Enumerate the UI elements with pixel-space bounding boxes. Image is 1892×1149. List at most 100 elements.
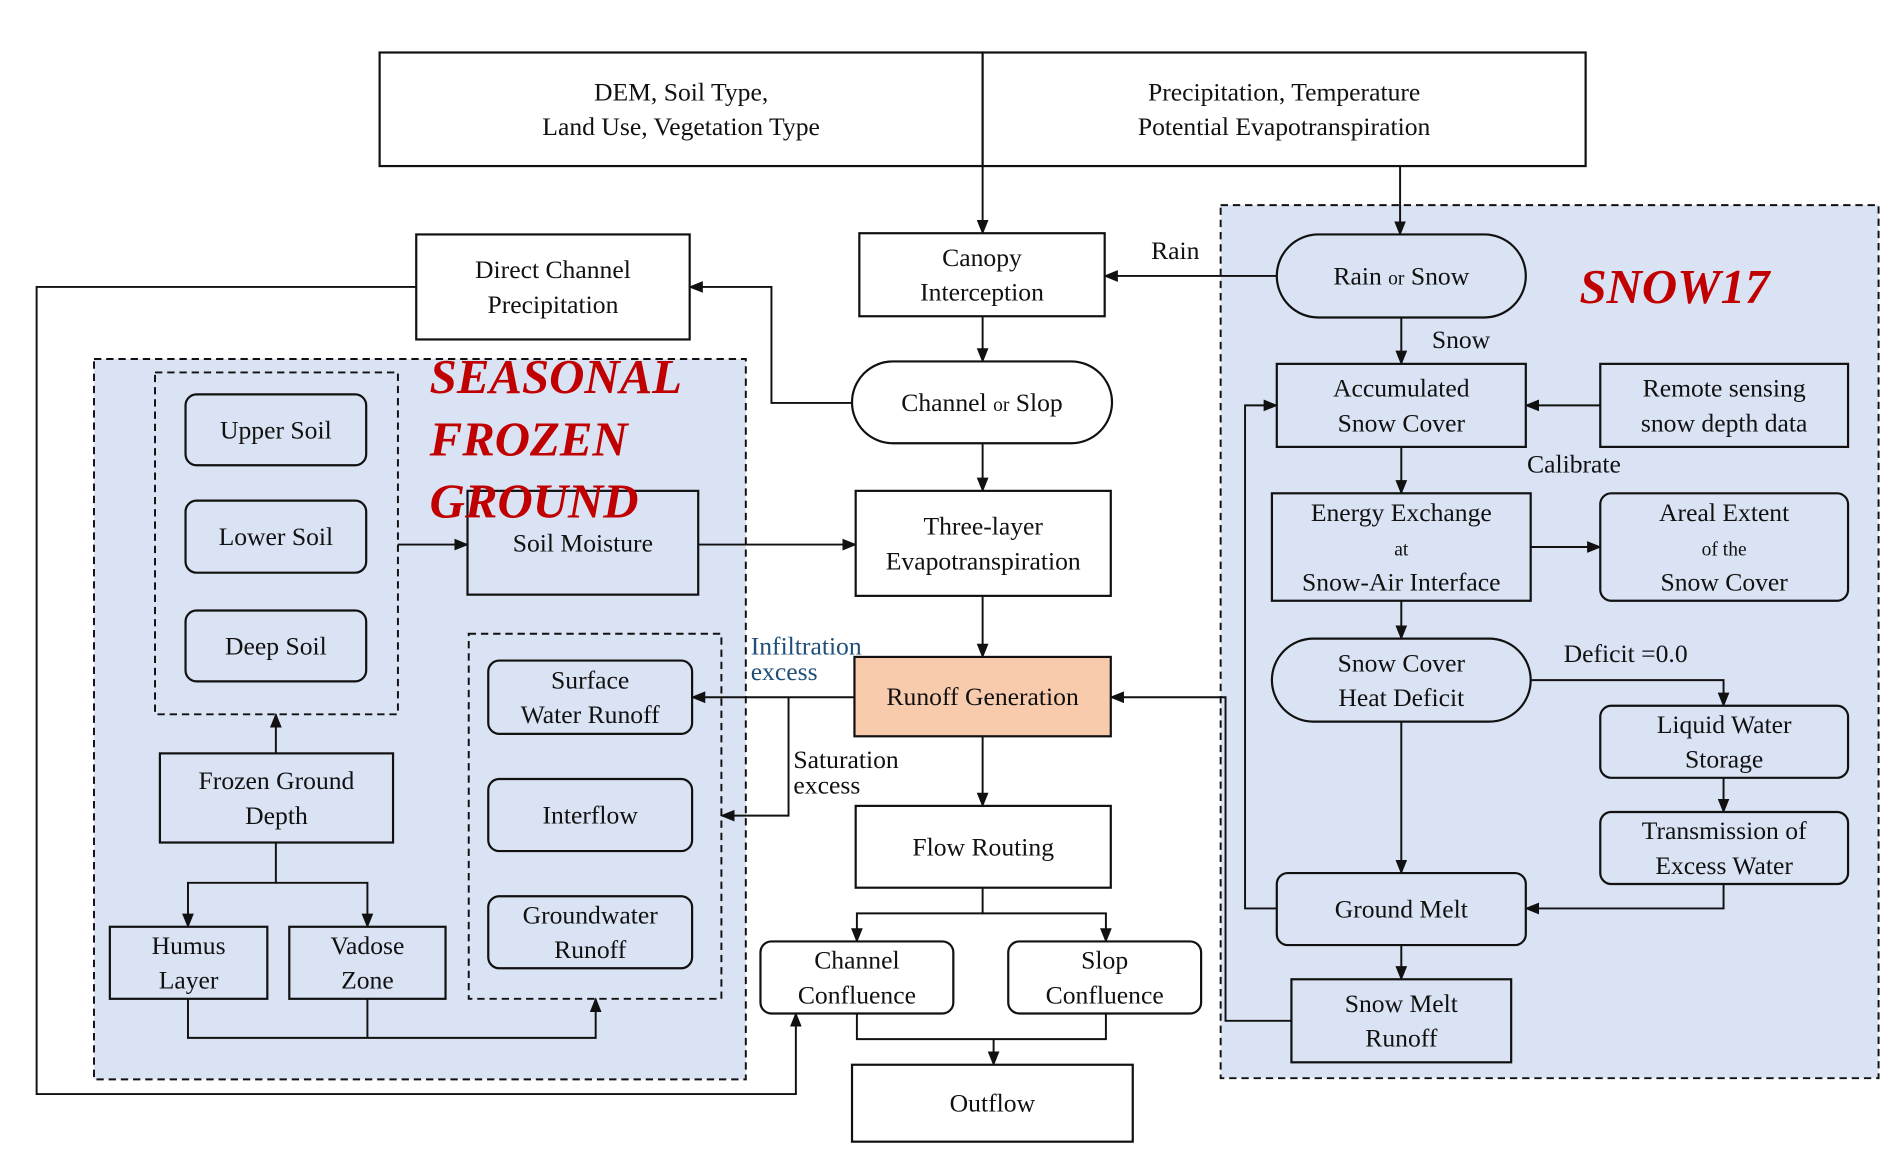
node-upper-soil: Upper Soil [184, 393, 368, 467]
deep-soil-shape [184, 609, 368, 683]
remote-sensing-snow-depth-label-line: snow depth data [1641, 408, 1808, 437]
edge-direct-channel-to-channel-confluence [35, 285, 802, 1096]
energy-exchange-label-line: Energy Exchange [1311, 498, 1492, 527]
edge-label-saturation-line-1: Saturation [793, 745, 898, 774]
channel-confluence-shape [759, 940, 955, 1015]
snow-cover-heat-deficit-shape [1270, 637, 1532, 723]
meteo-inputs-label-line: Precipitation, Temperature [1148, 77, 1420, 106]
snow-melt-runoff-shape [1290, 978, 1513, 1064]
transmission-excess-water-shape [1599, 810, 1850, 886]
humus-layer-label-line: Layer [159, 966, 219, 995]
humus-layer-label-line: Humus [152, 931, 226, 960]
direct-channel-precipitation-shape [415, 233, 691, 341]
slop-confluence-label-line: Slop [1081, 946, 1128, 975]
areal-extent-snow-cover-shape [1599, 492, 1850, 602]
edge-runoff-to-interflow [719, 697, 790, 822]
seasonal-frozen-ground-title-line: FROZEN [429, 411, 630, 466]
lower-soil-shape [184, 499, 368, 574]
snow-cover-heat-deficit-label-line: Snow Cover [1338, 648, 1466, 677]
node-channel-or-slop: Channel or Slop [850, 360, 1114, 445]
energy-exchange-label-line: Snow-Air Interface [1302, 567, 1500, 596]
slop-confluence-shape [1007, 940, 1203, 1015]
edge-flow-routing-split-right [982, 912, 1112, 943]
energy-exchange-shape [1270, 492, 1532, 602]
areal-extent-snow-cover-label-line: of the [1702, 540, 1747, 561]
static-inputs-label-line: DEM, Soil Type, [594, 77, 768, 106]
ground-melt-shape [1275, 871, 1527, 947]
liquid-water-storage-shape [1599, 704, 1850, 779]
channel-or-slop-label-line: Channel or Slop [901, 388, 1062, 417]
edge-label-calibrate: Calibrate [1527, 450, 1621, 479]
vadose-zone-label-line: Zone [341, 966, 394, 995]
node-outflow: Outflow [850, 1063, 1134, 1143]
node-runoff-generation: Runoff Generation [853, 655, 1112, 738]
soil-moisture-shape [466, 489, 700, 596]
edge-transmission-to-ground-melt [1524, 884, 1725, 915]
edge-label-saturation-line-2: excess [793, 771, 860, 800]
node-static-inputs: DEM, Soil Type, Land Use, Vegetation Type [378, 51, 984, 168]
edge-heat-deficit-to-liquid-water [1530, 679, 1730, 708]
edge-humus-vadose-to-runoff-components [187, 997, 602, 1039]
energy-exchange-label-line: at [1394, 540, 1409, 561]
node-soil-moisture: Soil Moisture [466, 489, 700, 596]
edge-channel-or-slop-to-direct-channel [688, 281, 853, 404]
remote-sensing-snow-depth-label-line: Remote sensing [1643, 374, 1806, 403]
edge-frozen-depth-to-humus [182, 842, 277, 929]
meteo-inputs-shape [981, 51, 1587, 168]
snow-melt-runoff-label-line: Snow Melt [1345, 989, 1458, 1018]
edge-confluence-merge-left [855, 1013, 1000, 1067]
static-inputs-label-line: Land Use, Vegetation Type [542, 112, 820, 141]
edge-confluence-merge-right [993, 1013, 1107, 1041]
three-layer-evapotranspiration-shape [854, 489, 1112, 597]
node-interflow: Interflow [487, 777, 694, 853]
soil-moisture-label-line: Soil Moisture [513, 528, 653, 557]
canopy-interception-shape [858, 232, 1106, 318]
transmission-excess-water-label-line: Transmission of [1642, 816, 1807, 845]
flow-routing-shape [854, 804, 1112, 889]
meteo-inputs-label-line: Potential Evapotranspiration [1138, 112, 1431, 141]
frozen-ground-depth-shape [158, 752, 395, 844]
edge-snow-melt-runoff-to-runoff-generation [1109, 691, 1292, 1022]
interflow-shape [487, 777, 694, 853]
snow-cover-heat-deficit-label-line: Heat Deficit [1338, 683, 1464, 712]
surface-water-runoff-label-line: Water Runoff [521, 700, 661, 729]
node-deep-soil: Deep Soil [184, 609, 368, 683]
groundwater-runoff-shape [487, 895, 694, 970]
node-remote-sensing-snow-depth: Remote sensing snow depth data [1599, 362, 1850, 449]
node-rain-or-snow: Rain or Snow [1275, 233, 1527, 319]
edge-label-infiltration-line-1: Infiltration [751, 631, 862, 660]
runoff-components-group [467, 632, 723, 1000]
node-flow-routing: Flow Routing [854, 804, 1112, 889]
deep-soil-label-line: Deep Soil [225, 631, 327, 660]
snow-melt-runoff-label-line: Runoff [1365, 1024, 1438, 1053]
node-ground-melt: Ground Melt [1275, 871, 1527, 947]
snow17-title: SNOW17 [1580, 259, 1772, 314]
three-layer-evapotranspiration-label-line: Three-layer [923, 512, 1043, 541]
edge-ground-melt-to-accumulated [1244, 399, 1279, 910]
accumulated-snow-cover-label-line: Accumulated [1333, 374, 1470, 403]
accumulated-snow-cover-shape [1275, 362, 1527, 449]
surface-water-runoff-label-line: Surface [551, 665, 629, 694]
remote-sensing-snow-depth-shape [1599, 362, 1850, 449]
rain-or-snow-label-line: Rain or Snow [1333, 261, 1469, 290]
seasonal-frozen-ground-title-line: SEASONAL [430, 349, 682, 404]
channel-confluence-label-line: Channel [814, 946, 899, 975]
groundwater-runoff-label-line: Runoff [554, 935, 627, 964]
rain-or-snow-shape [1275, 233, 1527, 319]
ground-melt-label-line: Ground Melt [1335, 895, 1468, 924]
vadose-zone-label-line: Vadose [330, 931, 404, 960]
areal-extent-snow-cover-label-line: Areal Extent [1659, 498, 1789, 527]
